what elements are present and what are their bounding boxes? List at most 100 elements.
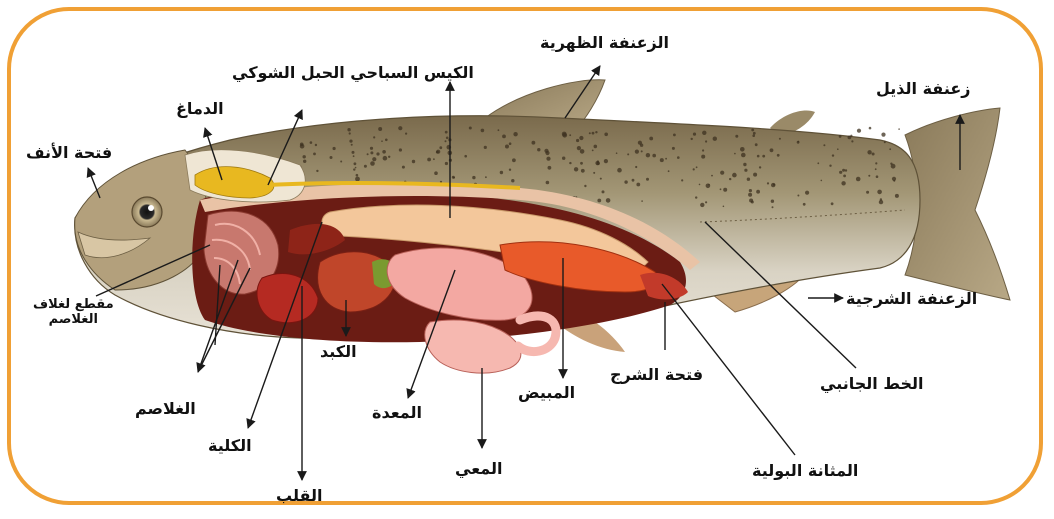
skin-spot <box>797 141 800 144</box>
skin-spot <box>749 189 752 192</box>
skin-spot <box>370 151 373 154</box>
skin-spot <box>729 178 731 180</box>
skin-spot <box>851 140 853 142</box>
skin-spot <box>464 155 467 158</box>
label-lateral-line: الخط الجانبي <box>820 375 923 393</box>
skin-spot <box>509 169 511 171</box>
skin-spot <box>592 132 595 135</box>
skin-spot <box>749 199 753 203</box>
skin-spot <box>580 162 583 165</box>
skin-spot <box>841 181 845 185</box>
skin-spot <box>872 153 875 156</box>
skin-spot <box>310 141 313 144</box>
label-operculum-line-1: مقطع لغلاف <box>33 298 114 313</box>
skin-spot <box>832 154 834 156</box>
skin-spot <box>376 152 379 155</box>
skin-spot <box>513 132 517 136</box>
skin-spot <box>600 178 602 180</box>
skin-spot <box>895 194 899 198</box>
label-operculum-section: مقطع لغلاف الغلاصم <box>33 298 114 328</box>
skin-spot <box>823 144 825 146</box>
skin-spot <box>378 127 382 131</box>
skin-spot <box>398 126 402 130</box>
skin-spot <box>756 190 760 194</box>
skin-spot <box>439 146 442 149</box>
skin-spot <box>445 162 448 165</box>
skin-spot <box>693 168 695 170</box>
skin-spot <box>574 167 578 171</box>
skin-spot <box>711 175 713 177</box>
skin-spot <box>606 198 611 203</box>
skin-spot <box>831 202 834 205</box>
skin-spot <box>751 129 754 132</box>
skin-spot <box>771 200 774 203</box>
skin-spot <box>748 193 752 197</box>
skin-spot <box>869 127 872 130</box>
skin-spot <box>498 129 500 131</box>
skin-spot <box>767 182 769 184</box>
skin-spot <box>627 153 629 155</box>
skin-spot <box>735 135 738 138</box>
skin-spot <box>584 185 586 187</box>
skin-spot <box>771 183 775 187</box>
skin-spot <box>434 171 438 175</box>
skin-spot <box>569 134 571 136</box>
label-dorsal-fin: الزعنفة الظهرية <box>540 34 669 52</box>
skin-spot <box>604 159 608 163</box>
skin-spot <box>576 139 579 142</box>
skin-spot <box>700 203 704 207</box>
skin-spot <box>876 175 879 178</box>
skin-spot <box>370 161 375 166</box>
skin-spot <box>845 169 847 171</box>
skin-spot <box>548 166 552 170</box>
skin-spot <box>706 184 711 189</box>
eye <box>132 197 162 227</box>
skin-spot <box>753 173 757 177</box>
skin-spot <box>427 158 431 162</box>
skin-spot <box>646 178 649 181</box>
skin-spot <box>509 142 512 145</box>
skin-spot <box>481 129 485 133</box>
skin-spot <box>770 148 774 152</box>
skin-spot <box>597 199 601 203</box>
skin-spot <box>649 137 653 141</box>
skin-spot <box>817 162 819 164</box>
skin-spot <box>797 195 799 197</box>
skin-spot <box>593 172 595 174</box>
skin-spot <box>367 153 369 155</box>
skin-spot <box>333 147 336 150</box>
skin-spot <box>636 183 640 187</box>
skin-spot <box>805 191 809 195</box>
skin-spot <box>617 168 622 173</box>
skin-spot <box>635 150 639 154</box>
skin-spot <box>511 179 514 182</box>
skin-spot <box>532 141 536 145</box>
skin-spot <box>316 170 318 172</box>
skin-spot <box>385 139 388 142</box>
skin-spot <box>881 133 885 137</box>
skin-spot <box>349 140 352 143</box>
skin-spot <box>695 196 697 198</box>
skin-spot <box>373 136 375 138</box>
skin-spot <box>880 198 882 200</box>
skin-spot <box>597 162 600 165</box>
skin-spot <box>702 149 704 151</box>
skin-spot <box>829 165 831 167</box>
skin-spot <box>313 153 316 156</box>
skin-spot <box>453 177 455 179</box>
label-brain: الدماغ <box>176 100 224 118</box>
skin-spot <box>580 149 585 154</box>
skin-spot <box>868 175 870 177</box>
skin-spot <box>347 128 350 131</box>
skin-spot <box>354 162 357 165</box>
skin-spot <box>436 151 439 154</box>
skin-spot <box>569 162 571 164</box>
skin-spot <box>762 155 765 158</box>
skin-spot <box>545 151 549 155</box>
skin-spot <box>364 165 367 168</box>
skin-spot <box>691 138 693 140</box>
skin-spot <box>757 155 760 158</box>
skin-spot <box>370 147 373 150</box>
skin-spot <box>604 133 608 137</box>
